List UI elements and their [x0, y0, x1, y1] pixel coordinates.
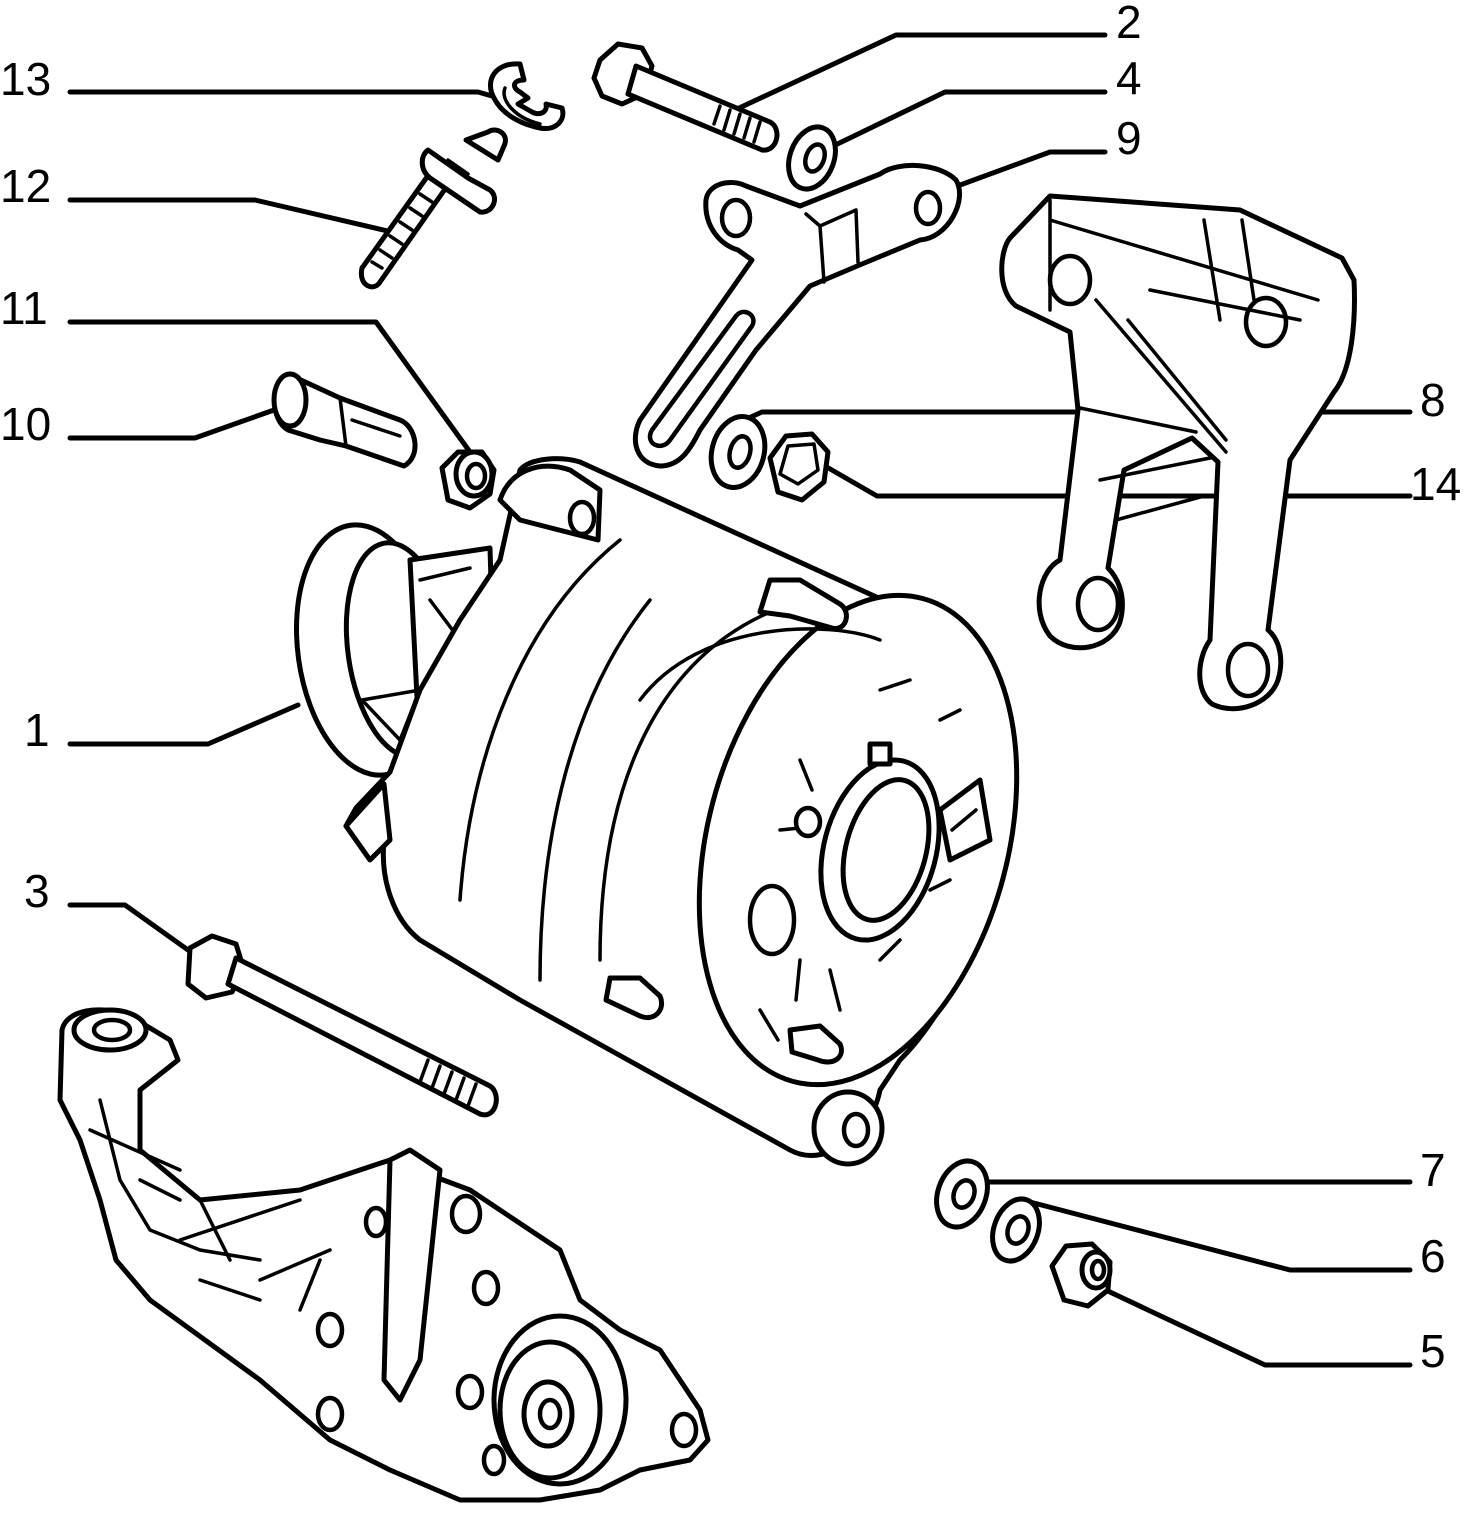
- lower-support-bracket: [57, 1007, 711, 1503]
- e-clip-part-13: [487, 61, 566, 131]
- leader-line-12: [67, 197, 395, 235]
- leader-line-1: [67, 702, 301, 747]
- callout-label-11: 11: [0, 282, 48, 334]
- callout-label-7: 7: [1420, 1144, 1446, 1196]
- callout-label-10: 10: [0, 398, 51, 450]
- callout-label-5: 5: [1420, 1325, 1446, 1377]
- washer-part-4: [786, 124, 838, 192]
- mounting-bracket-right: [999, 193, 1357, 712]
- callout-label-6: 6: [1420, 1230, 1446, 1282]
- stud-part-12: [358, 127, 508, 290]
- callout-label-14: 14: [1410, 458, 1461, 510]
- leader-line-13: [67, 89, 495, 99]
- bracket-part-9: [632, 162, 963, 469]
- washer-part-7: [934, 1158, 990, 1230]
- washer-part-6: [990, 1196, 1042, 1264]
- callout-labels: 13 12 11 10 1 3 2 4 9 8 14 7 6 5: [0, 0, 1461, 1377]
- leader-line-3: [67, 902, 198, 958]
- callout-label-9: 9: [1116, 112, 1142, 164]
- alternator-part-1: [293, 456, 1020, 1167]
- nut-part-5: [1049, 1241, 1113, 1309]
- nut-part-14: [767, 431, 831, 503]
- leader-line-11: [67, 319, 473, 455]
- leader-line-4: [822, 89, 1108, 153]
- callout-label-3: 3: [24, 865, 50, 917]
- bolt-part-2: [591, 41, 780, 153]
- callout-label-2: 2: [1116, 0, 1142, 48]
- leader-line-5: [1092, 1282, 1413, 1368]
- callout-label-12: 12: [0, 160, 51, 212]
- leader-line-9: [949, 149, 1108, 191]
- callout-label-1: 1: [24, 704, 50, 756]
- bolt-part-10: [271, 371, 418, 469]
- callout-label-4: 4: [1116, 52, 1142, 104]
- leader-line-6: [1027, 1199, 1413, 1273]
- nut-part-11: [439, 449, 497, 511]
- callout-label-13: 13: [0, 53, 51, 105]
- long-bolt-part-3: [185, 933, 499, 1118]
- leader-line-10: [67, 407, 277, 441]
- leader-line-2: [719, 32, 1108, 119]
- callout-label-8: 8: [1420, 374, 1446, 426]
- washer-part-8: [708, 414, 768, 490]
